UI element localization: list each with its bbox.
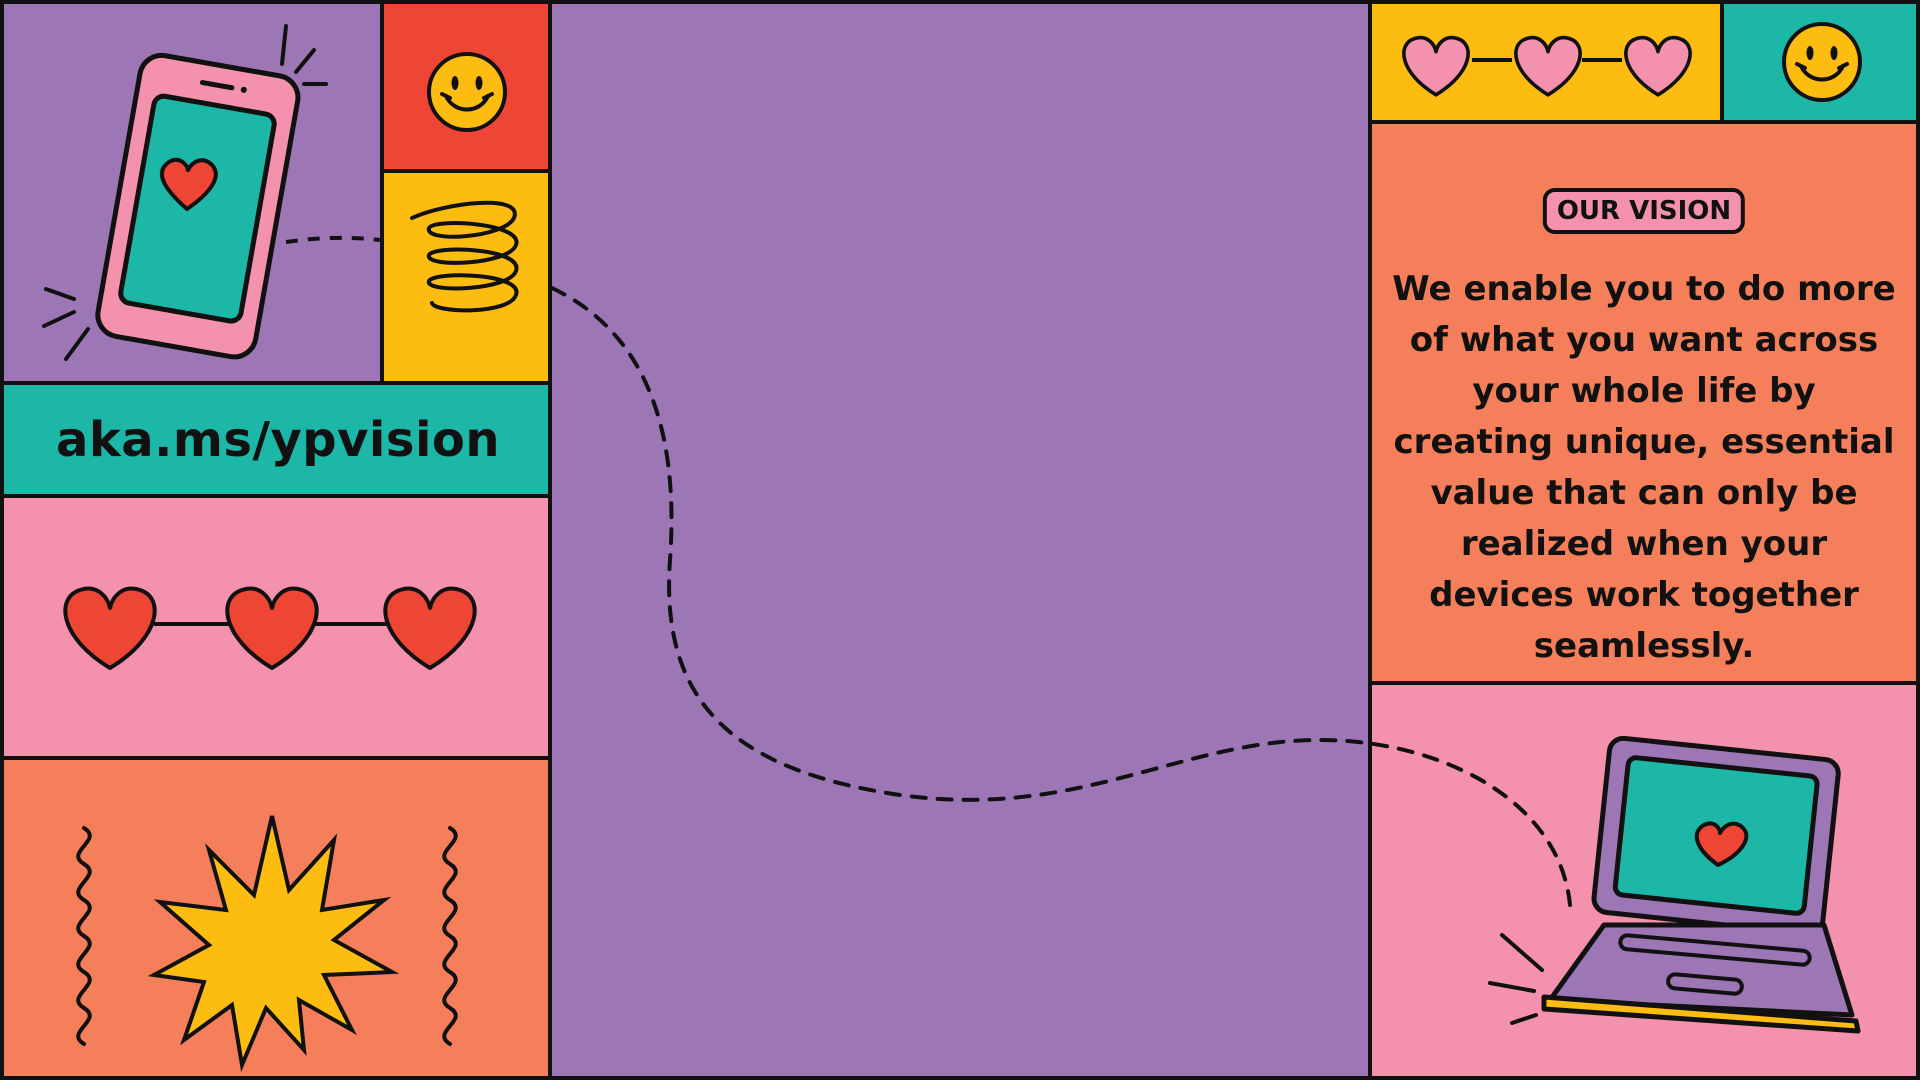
phone-icon	[42, 24, 380, 361]
laptop-icon	[1488, 735, 1861, 1034]
hearts-panel-left	[0, 494, 552, 760]
vision-panel: OUR VISION We enable you to do more of w…	[1368, 120, 1920, 685]
burst-panel	[0, 756, 552, 1080]
smiley-icon	[1782, 22, 1862, 102]
spring-icon	[410, 200, 519, 313]
smiley-icon	[427, 52, 507, 132]
connected-hearts-icon	[63, 586, 477, 670]
vision-badge: OUR VISION	[1542, 188, 1746, 234]
connected-hearts-icon	[1402, 35, 1692, 97]
vision-statement: We enable you to do more of what you wan…	[1392, 269, 1896, 666]
center-panel	[548, 0, 1372, 1080]
url-panel: aka.ms/ypvision	[0, 381, 552, 498]
squiggle-icon	[76, 826, 92, 1046]
heart-icon	[159, 157, 218, 211]
hearts-panel-right	[1368, 0, 1724, 124]
smiley-panel-right	[1720, 0, 1920, 124]
laptop-panel	[1368, 681, 1920, 1080]
starburst-icon	[147, 815, 400, 1073]
smiley-panel-left	[380, 0, 552, 173]
squiggle-icon	[442, 826, 458, 1046]
vision-link[interactable]: aka.ms/ypvision	[55, 411, 501, 468]
phone-panel	[0, 0, 384, 385]
heart-icon	[1694, 821, 1749, 867]
spring-panel	[380, 169, 552, 385]
